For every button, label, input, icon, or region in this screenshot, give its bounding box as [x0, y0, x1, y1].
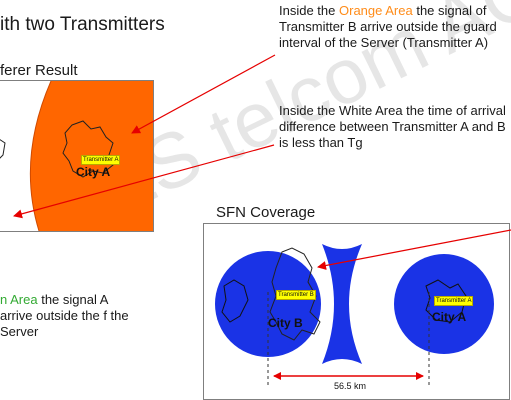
city-b-inner-outline — [221, 279, 249, 323]
white-area-boundary — [29, 81, 52, 231]
city-b-outline — [269, 247, 321, 341]
distance-label: 56.5 km — [334, 381, 367, 391]
orange-area-note: Inside the Orange Area the signal of Tra… — [279, 3, 511, 51]
white-area-sfn-arrow — [317, 229, 511, 270]
adjacent-city-outline — [0, 139, 6, 159]
transmitter-b-label: Transmitter B — [276, 290, 316, 300]
white-area-note: Inside the White Area the time of arriva… — [279, 103, 506, 150]
transmitter-a-label: Transmitter A — [81, 155, 121, 165]
transmitter-a-label-sfn: Transmitter A — [434, 296, 474, 306]
city-a-outline-sfn — [425, 279, 467, 323]
city-a-outline — [62, 120, 114, 178]
orange-note-prefix: Inside the — [279, 3, 339, 18]
green-area-highlight: n Area — [0, 292, 38, 307]
sfn-coverage-map: Transmitter B Transmitter A City B City … — [203, 223, 510, 400]
city-a-label-sfn: City A — [432, 310, 467, 324]
green-note-suffix: the signal A arrive outside the f the Se… — [0, 292, 129, 339]
page-title: ith two Transmitters — [0, 14, 165, 35]
city-a-label: City A — [76, 165, 111, 179]
white-note-arrow — [13, 144, 275, 219]
interferer-result-title: ferer Result — [0, 62, 78, 79]
orange-area-highlight: Orange Area — [339, 3, 413, 18]
green-area-note: n Area the signal A arrive outside the f… — [0, 292, 140, 340]
central-coverage-lens — [322, 244, 362, 364]
orange-note-arrow — [131, 54, 276, 134]
city-b-label: City B — [268, 316, 303, 330]
interferer-result-map: Transmitter A City A — [0, 80, 154, 232]
sfn-coverage-title: SFN Coverage — [216, 204, 316, 221]
orange-note-suffix: the signal of Transmitter B arrive outsi… — [279, 3, 497, 50]
